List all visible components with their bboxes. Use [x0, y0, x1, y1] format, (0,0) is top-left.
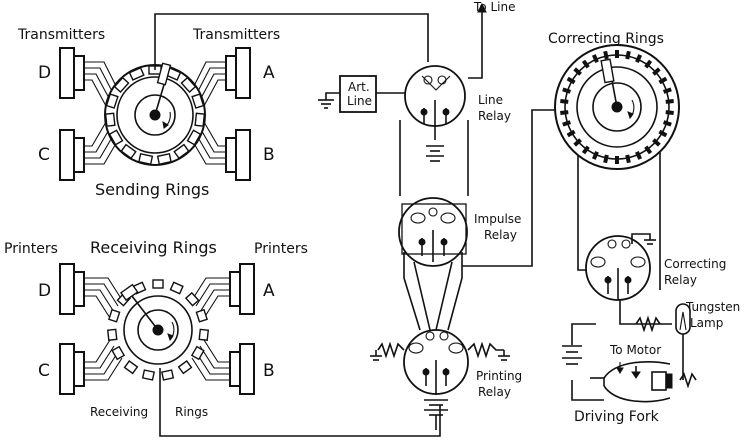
- line-relay-label-2: Relay: [478, 109, 511, 123]
- correcting-relay-ground-icon: [644, 239, 656, 245]
- rings-word-label: Rings: [175, 405, 208, 419]
- letter-b-top: B: [263, 145, 275, 165]
- printer-a: [229, 263, 255, 315]
- printers-right-label: Printers: [254, 241, 308, 257]
- transmitter-d: [59, 47, 85, 99]
- letter-d-top: D: [38, 63, 51, 83]
- printer-b: [229, 343, 255, 395]
- printing-relay-resistor-left-icon: [370, 341, 405, 361]
- letter-a-top: A: [263, 63, 275, 83]
- sending-rings-assembly: [59, 47, 251, 181]
- sending-wire-bundle: [84, 61, 226, 165]
- correcting-ring-segments: [560, 50, 674, 164]
- correcting-ring: [554, 44, 680, 170]
- printing-relay-battery-icon: [424, 399, 448, 430]
- tungsten-lamp-label-2: Lamp: [690, 316, 723, 330]
- printing-relay-label-2: Relay: [478, 385, 511, 399]
- impulse-relay: [398, 197, 468, 267]
- transmitter-a: [225, 47, 251, 99]
- sending-ring: [104, 62, 206, 166]
- transmitter-c: [59, 129, 85, 181]
- to-line-label: To Line: [473, 0, 515, 14]
- printer-c: [59, 343, 85, 395]
- receiving-rings-assembly: [59, 263, 255, 395]
- correcting-relay-label-2: Relay: [664, 273, 697, 287]
- driving-fork-label: Driving Fork: [574, 409, 660, 425]
- art-line-ground-icon: [318, 99, 334, 109]
- to-motor-label: To Motor: [609, 343, 661, 357]
- correcting-relay-label-1: Correcting: [664, 257, 726, 271]
- line-relay: [404, 65, 466, 140]
- transmitters-right-label: Transmitters: [192, 27, 280, 43]
- impulse-relay-label-1: Impulse: [474, 212, 521, 226]
- sending-rings-label: Sending Rings: [95, 180, 209, 199]
- correcting-rings-label: Correcting Rings: [548, 31, 664, 47]
- art-line-label-2: Line: [347, 94, 372, 108]
- receiving-brush-arm: [131, 295, 159, 331]
- receiving-rings-title: Receiving Rings: [90, 238, 217, 257]
- letter-c-top: C: [38, 145, 50, 165]
- printer-d: [59, 263, 85, 315]
- art-line-label-1: Art.: [348, 80, 370, 94]
- printers-left-label: Printers: [4, 241, 58, 257]
- driving-fork: [562, 345, 697, 403]
- line-relay-label-1: Line: [478, 93, 503, 107]
- fork-battery-icon: [562, 345, 582, 365]
- letter-a-bottom: A: [263, 281, 275, 301]
- tungsten-resistor-icon: [635, 315, 661, 333]
- to-motor-arrow-icon: [616, 362, 624, 374]
- tungsten-lamp: [675, 303, 691, 380]
- printing-relay-resistor-right-icon: [467, 341, 510, 361]
- tungsten-lamp-label-1: Tungsten: [685, 300, 740, 314]
- letter-d-bottom: D: [38, 281, 51, 301]
- receiving-wire-bundle: [84, 277, 230, 381]
- letter-b-bottom: B: [263, 361, 275, 381]
- to-line-arrow-icon: [477, 2, 487, 13]
- printing-relay: [403, 329, 469, 395]
- receiving-word-label: Receiving: [90, 405, 148, 419]
- printing-relay-label-1: Printing: [476, 369, 522, 383]
- art-line-box: Art. Line: [339, 75, 377, 113]
- line-relay-battery-icon: [426, 145, 444, 162]
- impulse-relay-label-2: Relay: [484, 228, 517, 242]
- transmitters-left-label: Transmitters: [17, 27, 105, 43]
- receiving-ring: [106, 279, 210, 381]
- correcting-relay: [585, 233, 651, 301]
- letter-c-bottom: C: [38, 361, 50, 381]
- transmitter-b: [225, 129, 251, 181]
